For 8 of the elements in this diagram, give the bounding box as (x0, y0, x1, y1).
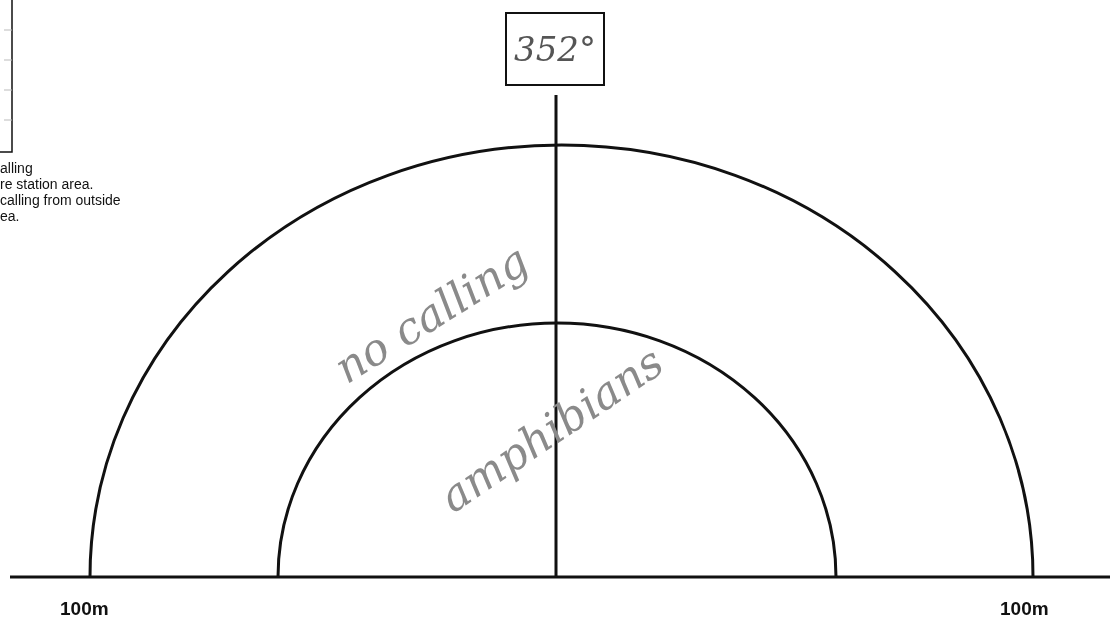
bearing-value: 352° (514, 29, 596, 69)
distance-label: 100m (60, 598, 109, 620)
bearing-box (505, 12, 605, 86)
note-text: re station area. (0, 176, 94, 192)
note-text: ea. (0, 208, 20, 224)
note-text: calling from outside (0, 192, 121, 208)
distance-label: 100m (1000, 598, 1049, 620)
note-text: alling (0, 160, 33, 176)
